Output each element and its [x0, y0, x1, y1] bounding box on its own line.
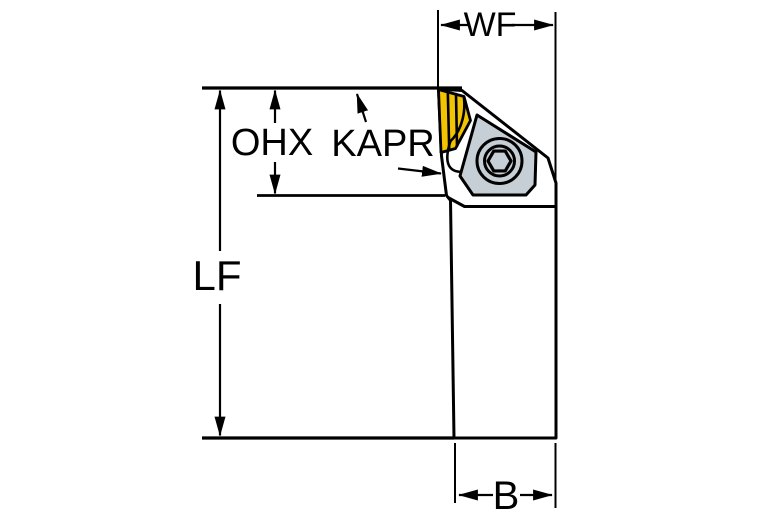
kapr-annotation: KAPR	[331, 93, 442, 177]
b-label: B	[493, 474, 520, 518]
tool-silhouette	[437, 87, 558, 440]
hex-socket-icon	[486, 149, 513, 173]
wf-label: WF	[464, 6, 517, 44]
yellow-insert	[437, 88, 472, 154]
insert-chipbreaker-lines	[446, 90, 459, 151]
clamp-screw-icon	[475, 137, 524, 185]
lf-dimension: LF	[192, 89, 454, 440]
ohx-label: OHX	[231, 122, 313, 164]
kapr-arrow-to-reference-line	[355, 93, 369, 123]
head-shank-divider-line	[447, 196, 556, 208]
kapr-label: KAPR	[331, 123, 434, 165]
kapr-arrow-to-cutting-edge	[397, 165, 442, 177]
b-dimension: B	[454, 443, 557, 518]
tool-body	[437, 87, 558, 440]
lf-label: LF	[192, 252, 241, 299]
insert-assembly	[437, 88, 477, 174]
ohx-dimension: OHX	[202, 86, 462, 197]
wf-dimension: WF	[437, 6, 557, 184]
